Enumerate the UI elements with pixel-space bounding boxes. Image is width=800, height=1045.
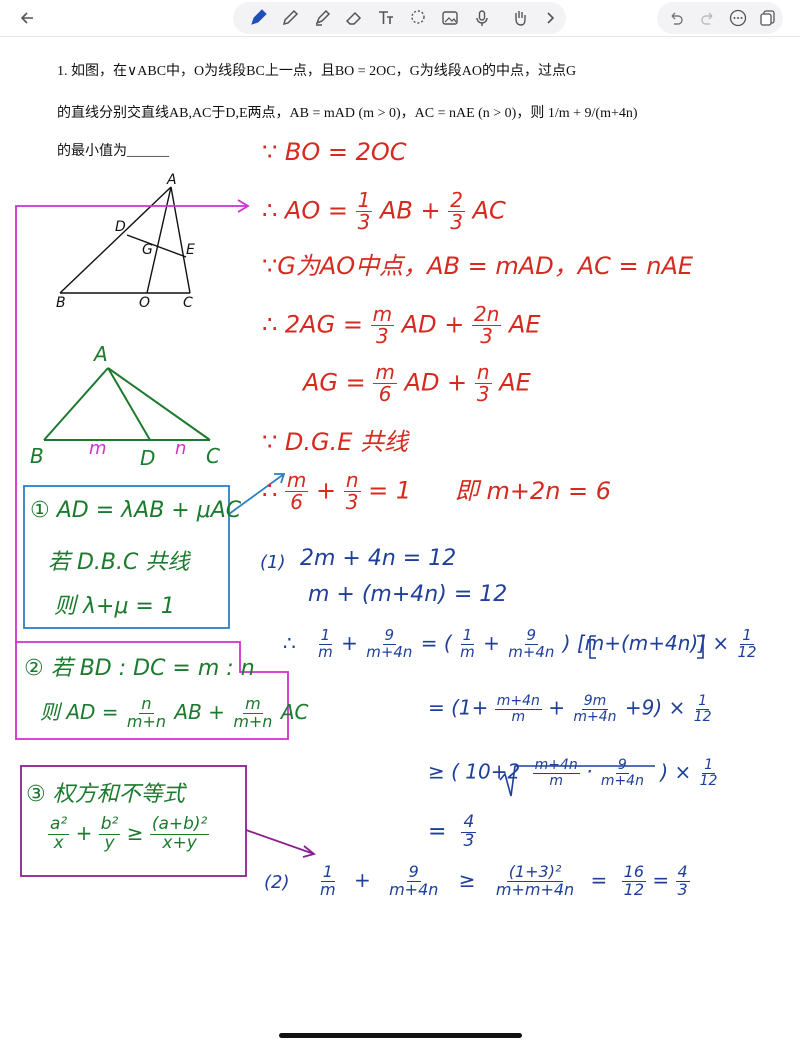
text-tool-icon[interactable] [374,6,398,30]
label-A2: A [94,342,108,366]
method1-label: (1) [260,552,286,573]
box1-border [23,485,230,629]
box3-border [20,765,247,877]
more-icon[interactable] [726,6,750,30]
question-line-1: 1. 如图，在∨ABC中，O为线段BC上一点，且BO = 2OC，G为线段AO的… [57,64,577,79]
box2-line-1: ② 若 BD : DC = m : n [24,656,255,681]
chevron-right-icon[interactable] [538,6,562,30]
label-m2: m [89,438,107,459]
box1-line-2: 若 D.B.C 共线 [48,550,190,575]
label-B1: B [56,295,66,311]
lasso-icon[interactable] [406,6,430,30]
label-D2: D [140,446,156,470]
toolbar [0,0,800,37]
pen-icon[interactable] [246,6,270,30]
label-C1: C [183,295,193,311]
solution-step-6: ∵ D.G.E 共线 [262,428,409,456]
box2-border [15,641,289,740]
label-E1: E [186,242,195,258]
highlighter-icon[interactable] [310,6,334,30]
hand-icon[interactable] [508,6,532,30]
tool-palette [233,2,566,34]
back-arrow-icon[interactable] [16,6,40,30]
magenta-connector [15,205,246,644]
question-line-3: 的最小值为______ [57,144,169,159]
blue-arrow [228,473,285,515]
label-B2: B [30,444,44,468]
label-G1: G [142,242,153,258]
undo-icon[interactable] [664,6,688,30]
method1-line-2: m + (m+4n) = 12 [308,582,508,607]
redo-icon[interactable] [696,6,720,30]
eraser-icon[interactable] [342,6,366,30]
label-C2: C [206,444,220,468]
solution-step-3: ∵G为AO中点，AB = mAD，AC = nAE [262,252,694,280]
pages-icon[interactable] [756,6,780,30]
home-indicator[interactable] [279,1033,522,1038]
box3-title: ③ 权方和不等式 [26,782,185,807]
box1-line-3: 则 λ+μ = 1 [54,594,175,619]
box1-line-1: ① AD = λAB + μAC [30,498,242,523]
label-D1: D [115,219,126,235]
solution-step-1: ∵ BO = 2OC [262,138,407,166]
microphone-icon[interactable] [470,6,494,30]
sqrt-sign [499,765,655,797]
image-icon[interactable] [438,6,462,30]
label-O1: O [139,295,151,311]
question-line-2: 的直线分别交直线AB,AC于D,E两点，AB = mAD (m > 0)，AC … [57,106,638,121]
drawing-layer [15,186,704,877]
triangle-figure-1 [59,186,191,294]
method1-line-1: 2m + 4n = 12 [300,546,457,571]
triangle-figure-2 [43,367,211,441]
purple-arrow [245,829,315,855]
pencil-icon[interactable] [278,6,302,30]
method2-label: (2) [264,872,290,893]
label-n2: n [175,438,187,459]
label-A1: A [167,172,177,188]
note-page[interactable]: 1. 如图，在∨ABC中，O为线段BC上一点，且BO = 2OC，G为线段AO的… [0,36,800,1045]
